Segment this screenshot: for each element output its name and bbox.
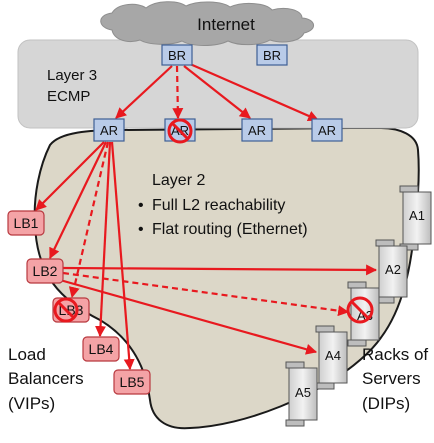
layer3-label: Layer 3 (47, 67, 97, 84)
access-router-3: AR (241, 118, 273, 142)
rack-a1: A1 (399, 185, 432, 251)
access-router-1: AR (93, 118, 125, 142)
racks-label-line1: Racks of (362, 345, 428, 364)
access-router-label: AR (318, 123, 336, 138)
arrow-lb2-to-a3 (62, 271, 350, 317)
arrow-br-to-ar3 (183, 65, 251, 119)
load-balancer-5: LB5 (113, 369, 151, 395)
arrow-ar1-to-lb1 (35, 141, 105, 211)
arrow-lb2-to-a4 (59, 278, 318, 355)
racks-label-line3: (DIPs) (362, 394, 410, 413)
border-router-1: BR (161, 44, 193, 66)
failure-no-icon (167, 118, 193, 144)
rack-a4: A4 (315, 325, 348, 390)
arrow-br-to-ar4 (189, 62, 320, 122)
rack-a5: A5 (285, 361, 318, 427)
layer2-bullet-1: Full L2 reachability (152, 197, 285, 214)
load-balancers-label-line3: (VIPs) (8, 394, 55, 413)
racks-label-line2: Servers (362, 369, 421, 388)
arrow-group (35, 62, 378, 371)
layer3-region (17, 39, 419, 129)
load-balancers-label-line1: Load (8, 345, 46, 364)
bullet-dot-icon: • (138, 197, 144, 214)
rack-label: A1 (409, 208, 425, 223)
rack-label: A5 (295, 385, 311, 400)
arrow-ar1-to-lb3 (68, 141, 110, 299)
border-router-label: BR (263, 48, 281, 63)
arrow-ar1-to-lb5 (110, 141, 135, 371)
load-balancer-1: LB1 (7, 210, 45, 236)
arrow-lb2-to-a2 (62, 264, 378, 276)
ecmp-label: ECMP (47, 88, 90, 105)
layer2-title: Layer 2 (152, 172, 205, 189)
border-router-label: BR (168, 48, 186, 63)
load-balancer-4: LB4 (82, 336, 120, 362)
arrow-br-to-ar1 (115, 65, 173, 119)
load-balancer-label: LB4 (89, 341, 114, 357)
failure-no-icon (53, 297, 79, 323)
load-balancer-2: LB2 (26, 258, 64, 284)
layer2-bullet-2: Flat routing (Ethernet) (152, 221, 308, 238)
rack-label: A4 (325, 348, 341, 363)
rack-a2: A2 (375, 239, 408, 304)
load-balancer-label: LB1 (14, 215, 39, 231)
internet-label: Internet (197, 15, 255, 34)
arrow-ar1-to-lb2 (49, 141, 107, 259)
arrow-ar1-to-lb4 (95, 141, 112, 338)
load-balancer-label: LB2 (33, 263, 58, 279)
access-router-4: AR (311, 118, 343, 142)
load-balancers-label-line2: Balancers (8, 369, 84, 388)
failure-no-icon (346, 296, 374, 324)
arrow-br-to-ar2 (172, 65, 184, 120)
border-router-2: BR (256, 44, 288, 66)
internet-cloud (100, 1, 314, 46)
rack-label: A2 (385, 262, 401, 277)
load-balancer-label: LB5 (120, 374, 145, 390)
access-router-label: AR (100, 123, 118, 138)
bullet-dot-icon: • (138, 221, 144, 238)
access-router-label: AR (248, 123, 266, 138)
